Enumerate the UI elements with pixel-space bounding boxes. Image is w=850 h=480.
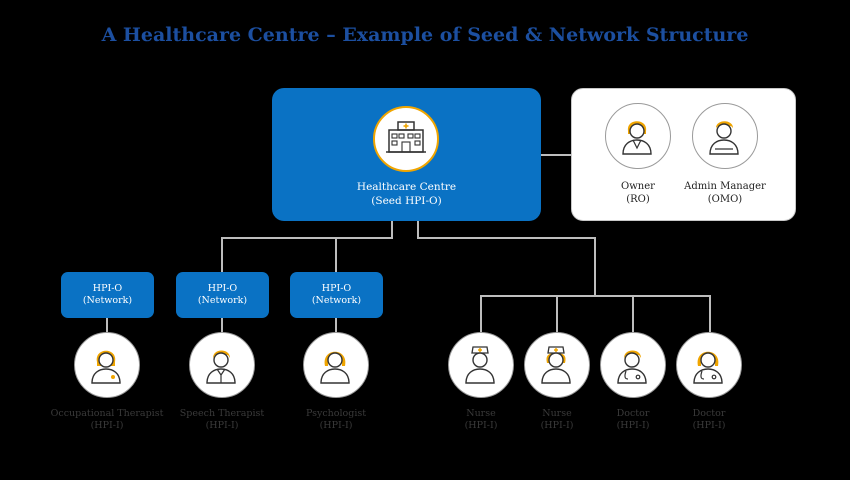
owner-label: Owner (RO) xyxy=(588,180,688,206)
nurse-label-2-line2: (HPI-I) xyxy=(540,420,574,431)
occupational-therapist-label: Occupational Therapist (HPI-I) xyxy=(42,408,172,432)
network-box-2-line2: (Network) xyxy=(197,295,248,306)
doctor-label-2-line1: Doctor xyxy=(692,408,726,419)
officers-box xyxy=(571,88,796,221)
owner-person-icon xyxy=(605,103,671,169)
nurse-label-1-line2: (HPI-I) xyxy=(464,420,498,431)
speech-therapist-label-line1: Speech Therapist xyxy=(179,408,265,419)
network-box-1-line2: (Network) xyxy=(82,295,133,306)
diagram-title: A Healthcare Centre – Example of Seed & … xyxy=(101,24,749,46)
psychologist-icon xyxy=(303,332,369,398)
nurse-label-1: Nurse (HPI-I) xyxy=(416,408,546,432)
admin-manager-label-line1: Admin Manager xyxy=(684,181,766,192)
doctor-label-1-line2: (HPI-I) xyxy=(616,420,650,431)
owner-label-line2: (RO) xyxy=(626,194,650,205)
doctor-label-1: Doctor (HPI-I) xyxy=(568,408,698,432)
psychologist-label: Psychologist (HPI-I) xyxy=(271,408,401,432)
speech-therapist-label: Speech Therapist (HPI-I) xyxy=(157,408,287,432)
doctor-icon-2 xyxy=(676,332,742,398)
speech-therapist-icon xyxy=(189,332,255,398)
owner-label-line1: Owner xyxy=(621,181,655,192)
network-box-2-line1: HPI-O xyxy=(207,283,238,294)
nurse-label-2: Nurse (HPI-I) xyxy=(492,408,622,432)
admin-manager-label: Admin Manager (OMO) xyxy=(675,180,775,206)
network-box-2: HPI-O (Network) xyxy=(176,272,269,318)
network-box-3-line2: (Network) xyxy=(311,295,362,306)
nurse-label-1-line1: Nurse xyxy=(466,408,496,419)
nurse-icon-1 xyxy=(448,332,514,398)
nurse-icon-2 xyxy=(524,332,590,398)
psychologist-label-line2: (HPI-I) xyxy=(319,420,353,431)
occupational-therapist-label-line1: Occupational Therapist xyxy=(50,408,164,419)
network-box-3-line1: HPI-O xyxy=(321,283,352,294)
network-box-3: HPI-O (Network) xyxy=(290,272,383,318)
psychologist-label-line1: Psychologist xyxy=(305,408,367,419)
doctor-label-2: Doctor (HPI-I) xyxy=(644,408,774,432)
admin-manager-label-line2: (OMO) xyxy=(707,194,743,205)
seed-label-line1: Healthcare Centre xyxy=(356,181,457,193)
admin-person-icon xyxy=(692,103,758,169)
hospital-icon xyxy=(373,106,439,172)
nurse-label-2-line1: Nurse xyxy=(542,408,572,419)
network-box-1-line1: HPI-O xyxy=(92,283,123,294)
doctor-icon-1 xyxy=(600,332,666,398)
seed-label: Healthcare Centre (Seed HPI-O) xyxy=(272,180,541,208)
occupational-therapist-label-line2: (HPI-I) xyxy=(90,420,124,431)
speech-therapist-label-line2: (HPI-I) xyxy=(205,420,239,431)
seed-label-line2: (Seed HPI-O) xyxy=(371,195,442,207)
doctor-label-2-line2: (HPI-I) xyxy=(692,420,726,431)
network-box-1: HPI-O (Network) xyxy=(61,272,154,318)
occupational-therapist-icon xyxy=(74,332,140,398)
doctor-label-1-line1: Doctor xyxy=(616,408,650,419)
